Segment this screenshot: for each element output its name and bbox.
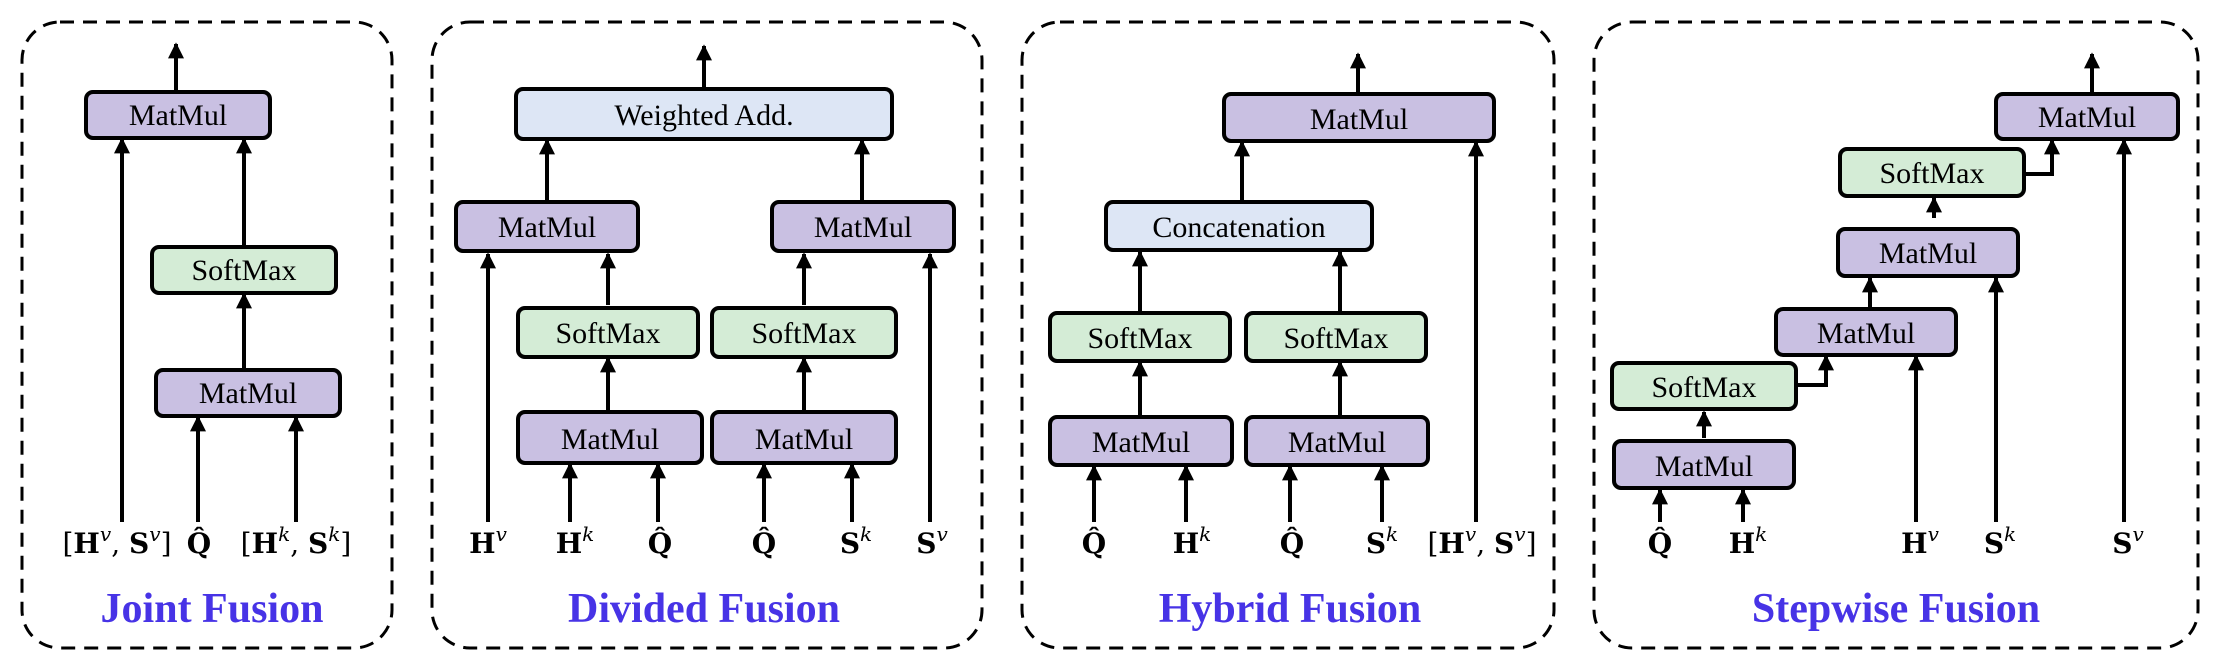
panel-title: Joint Fusion [101,586,324,632]
input-label-sv: Sv​ [2112,522,2144,560]
panel-divided-fusion: Weighted Add. MatMul MatMul SoftMax Soft… [430,20,984,650]
panel-stepwise-fusion: MatMul SoftMax MatMul MatMul SoftMax Mat… [1592,20,2200,650]
softmax-box-bg [150,245,338,295]
weighted-add-box-bg [514,87,894,141]
panel-joint-fusion: MatMul SoftMax MatMul [Hv​, Sv​] Q̂ [Hk​… [20,20,394,650]
matmul-label: MatMul [1092,426,1190,459]
matmul-box-right: MatMul [1244,415,1430,467]
input-label-q-hat: Q̂ [752,527,776,560]
concatenation-box-bg [1104,200,1374,252]
softmax-box-right: SoftMax [710,306,898,359]
matmul-box-bg [516,410,704,465]
matmul-box-step-1: MatMul [1612,439,1796,490]
input-label-q-hat: Q̂ [1280,527,1304,560]
matmul-label: MatMul [2038,101,2136,134]
input-label-hv-sv: [Hv​, Sv​] [1427,522,1536,560]
matmul-box-left-bottom: MatMul [516,410,704,465]
matmul-box-bg [1244,415,1430,467]
panel-hybrid-fusion: MatMul Concatenation SoftMax SoftMax Mat… [1020,20,1556,650]
matmul-label: MatMul [1310,103,1408,136]
input-label-q-hat: Q̂ [648,527,672,560]
matmul-box-bg [1222,92,1496,143]
input-label-hv-sv: [Hv​, Sv​] [62,522,171,560]
matmul-box-bg [454,200,640,253]
panel-border [20,20,394,650]
matmul-label: MatMul [1288,426,1386,459]
matmul-label: MatMul [199,377,297,410]
matmul-box-bg [1836,227,2020,278]
matmul-box-left: MatMul [1048,415,1234,467]
softmax-box-bg [1610,361,1798,411]
matmul-box-bg [1048,415,1234,467]
softmax-box-left: SoftMax [1048,311,1232,363]
matmul-box-step-4: MatMul [1994,92,2180,141]
input-label-sk: Sk​ [1984,522,2016,560]
softmax-label: SoftMax [1652,371,1757,404]
matmul-box-left-top: MatMul [454,200,640,253]
matmul-label: MatMul [814,211,912,244]
softmax-box-right: SoftMax [1244,311,1428,363]
matmul-label: MatMul [1817,317,1915,350]
softmax-box-bg [1048,311,1232,363]
input-label-q-hat: Q̂ [187,527,211,560]
softmax-box: SoftMax [150,245,338,295]
input-label-hk-sk: [Hk​, Sk​] [241,522,352,560]
matmul-box-right-bottom: MatMul [710,410,898,465]
softmax-box-step-1: SoftMax [1610,361,1798,411]
concatenation-label: Concatenation [1152,211,1325,244]
input-label-sk: Sk​ [840,522,872,560]
input-label-hk: Hk​ [1173,522,1212,560]
weighted-add-label: Weighted Add. [614,99,793,132]
softmax-box-bg [1244,311,1428,363]
panel-title: Hybrid Fusion [1159,586,1422,632]
softmax-box-left: SoftMax [516,306,700,359]
softmax-box-bg [516,306,700,359]
matmul-label: MatMul [1879,237,1977,270]
matmul-box-bg [1774,307,1958,357]
input-label-q-hat: Q̂ [1648,527,1672,560]
softmax-box-bg [1838,147,2026,198]
matmul-box-bg [770,200,956,253]
matmul-box-right-top: MatMul [770,200,956,253]
input-label-hv: Hv​ [469,522,507,560]
panel-border [1020,20,1556,650]
panel-border [430,20,984,650]
softmax-box-bg [710,306,898,359]
concatenation-box: Concatenation [1104,200,1374,252]
panel-title: Divided Fusion [568,586,840,632]
matmul-label: MatMul [561,423,659,456]
matmul-box-bg [710,410,898,465]
panel-border [1592,20,2200,650]
input-label-hk: Hk​ [1729,522,1768,560]
matmul-label: MatMul [129,99,227,132]
softmax-box-step-2: SoftMax [1838,147,2026,198]
softmax-label: SoftMax [1088,322,1193,355]
matmul-box-top: MatMul [1222,92,1496,143]
matmul-box-top: MatMul [84,90,272,140]
matmul-label: MatMul [1655,450,1753,483]
matmul-label: MatMul [498,211,596,244]
matmul-label: MatMul [755,423,853,456]
input-label-q-hat: Q̂ [1082,527,1106,560]
matmul-box-step-3: MatMul [1836,227,2020,278]
matmul-box-bg [84,90,272,140]
softmax-label: SoftMax [556,317,661,350]
weighted-add-box: Weighted Add. [514,87,894,141]
input-label-hv: Hv​ [1901,522,1939,560]
panel-title: Stepwise Fusion [1752,586,2040,632]
softmax-label: SoftMax [1284,322,1389,355]
matmul-box-bg [154,368,342,418]
input-label-sk: Sk​ [1366,522,1398,560]
matmul-box-bg [1612,439,1796,490]
matmul-box-step-2: MatMul [1774,307,1958,357]
input-label-hk: Hk​ [556,522,595,560]
softmax-label: SoftMax [1880,157,1985,190]
softmax-label: SoftMax [752,317,857,350]
matmul-box-bottom: MatMul [154,368,342,418]
input-label-sv: Sv​ [916,522,948,560]
softmax-label: SoftMax [192,254,297,287]
matmul-box-bg [1994,92,2180,141]
